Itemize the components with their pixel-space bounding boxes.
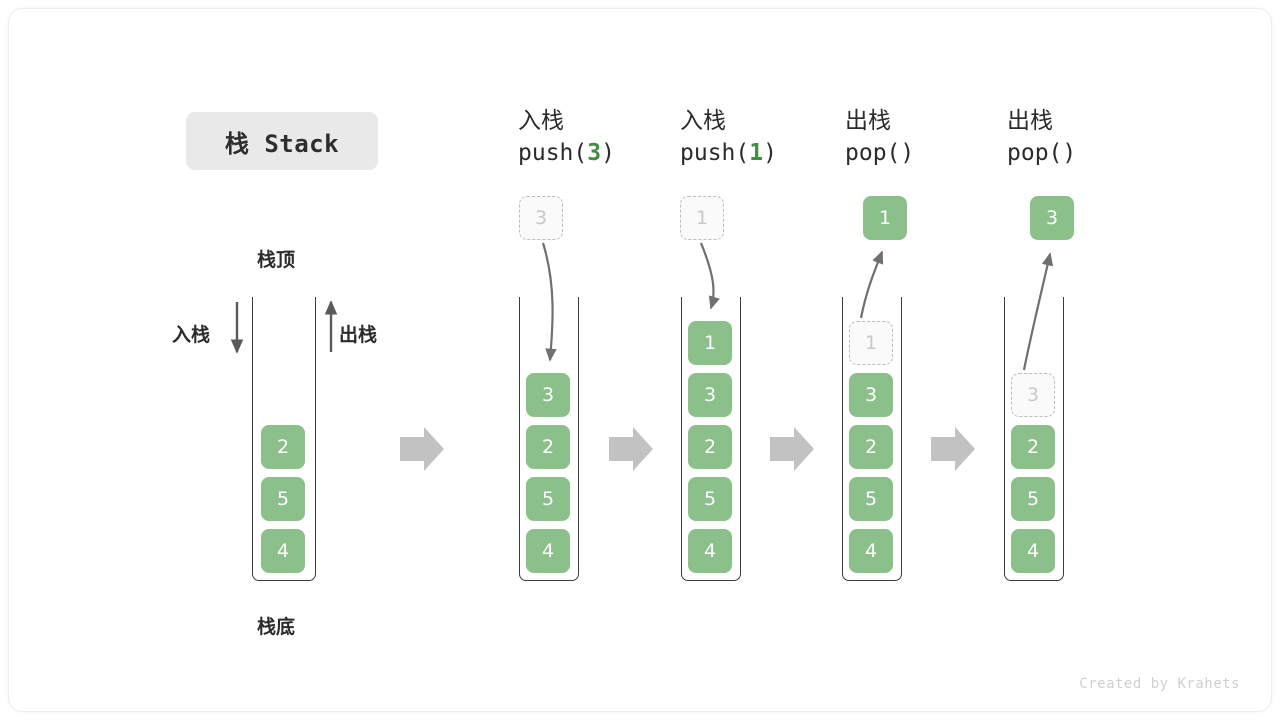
stack-cell-ghost: 3 — [1011, 373, 1055, 417]
stack-cell: 1 — [688, 321, 732, 365]
stack-cell: 2 — [849, 425, 893, 469]
stack-cell: 5 — [526, 477, 570, 521]
step-code-label: push(1) — [680, 140, 777, 166]
page-title: 栈 Stack — [186, 112, 378, 170]
floating-cell-pop-1: 1 — [863, 196, 907, 240]
stack-cell: 4 — [526, 529, 570, 573]
stack-tube-initial — [252, 297, 316, 581]
stack-cell: 5 — [849, 477, 893, 521]
stack-cell: 2 — [261, 425, 305, 469]
stack-cell: 3 — [849, 373, 893, 417]
stack-tube-step-3 — [842, 297, 902, 581]
step-code-label: pop() — [845, 140, 915, 166]
stack-tube-step-1 — [519, 297, 579, 581]
stack-cell: 4 — [1011, 529, 1055, 573]
step-header-pop-1: 出栈 pop() — [845, 106, 1035, 170]
step-op-label: 出栈 — [845, 108, 891, 134]
step-header-push-1: 入栈 push(1) — [680, 106, 870, 170]
stack-cell: 5 — [688, 477, 732, 521]
step-op-label: 入栈 — [680, 108, 726, 134]
footer-credit: Created by Krahets — [1079, 676, 1240, 692]
label-push-direction: 入栈 — [172, 324, 211, 346]
step-header-push-3: 入栈 push(3) — [518, 106, 708, 170]
step-op-label: 入栈 — [518, 108, 564, 134]
floating-cell-pop-3: 3 — [1030, 196, 1074, 240]
step-code-arg: 3 — [587, 140, 602, 166]
stack-cell: 3 — [688, 373, 732, 417]
stack-cell: 4 — [688, 529, 732, 573]
stack-tube-step-2 — [681, 297, 741, 581]
stack-cell: 3 — [526, 373, 570, 417]
step-code-label: pop() — [1007, 140, 1077, 166]
stack-cell: 5 — [1011, 477, 1055, 521]
floating-cell-push-3: 3 — [519, 196, 563, 240]
step-op-label: 出栈 — [1007, 108, 1053, 134]
step-code-label: push(3) — [518, 140, 615, 166]
stack-cell: 2 — [688, 425, 732, 469]
stack-cell: 2 — [1011, 425, 1055, 469]
stack-cell: 5 — [261, 477, 305, 521]
label-pop-direction: 出栈 — [339, 324, 378, 346]
step-code-arg: 1 — [749, 140, 764, 166]
label-stack-bottom: 栈底 — [257, 616, 296, 638]
stack-cell: 2 — [526, 425, 570, 469]
stack-tube-step-4 — [1004, 297, 1064, 581]
label-stack-top: 栈顶 — [257, 249, 296, 271]
floating-cell-push-1: 1 — [680, 196, 724, 240]
step-header-pop-3: 出栈 pop() — [1007, 106, 1197, 170]
stack-cell: 4 — [849, 529, 893, 573]
stack-cell-ghost: 1 — [849, 321, 893, 365]
stack-cell: 4 — [261, 529, 305, 573]
